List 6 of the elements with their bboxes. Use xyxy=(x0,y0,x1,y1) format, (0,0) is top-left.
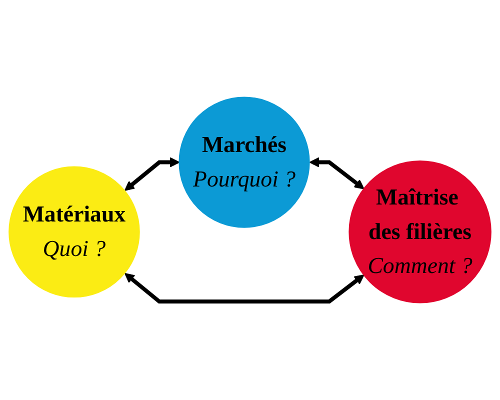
arrow xyxy=(124,157,180,191)
node-circle: Marchés Pourquoi ? xyxy=(178,96,310,228)
arrow xyxy=(124,272,364,304)
arrow xyxy=(309,157,364,190)
node-circle: Matériaux Quoi ? xyxy=(8,166,140,298)
node-circle: Maîtrise des filières Comment ? xyxy=(348,160,492,304)
